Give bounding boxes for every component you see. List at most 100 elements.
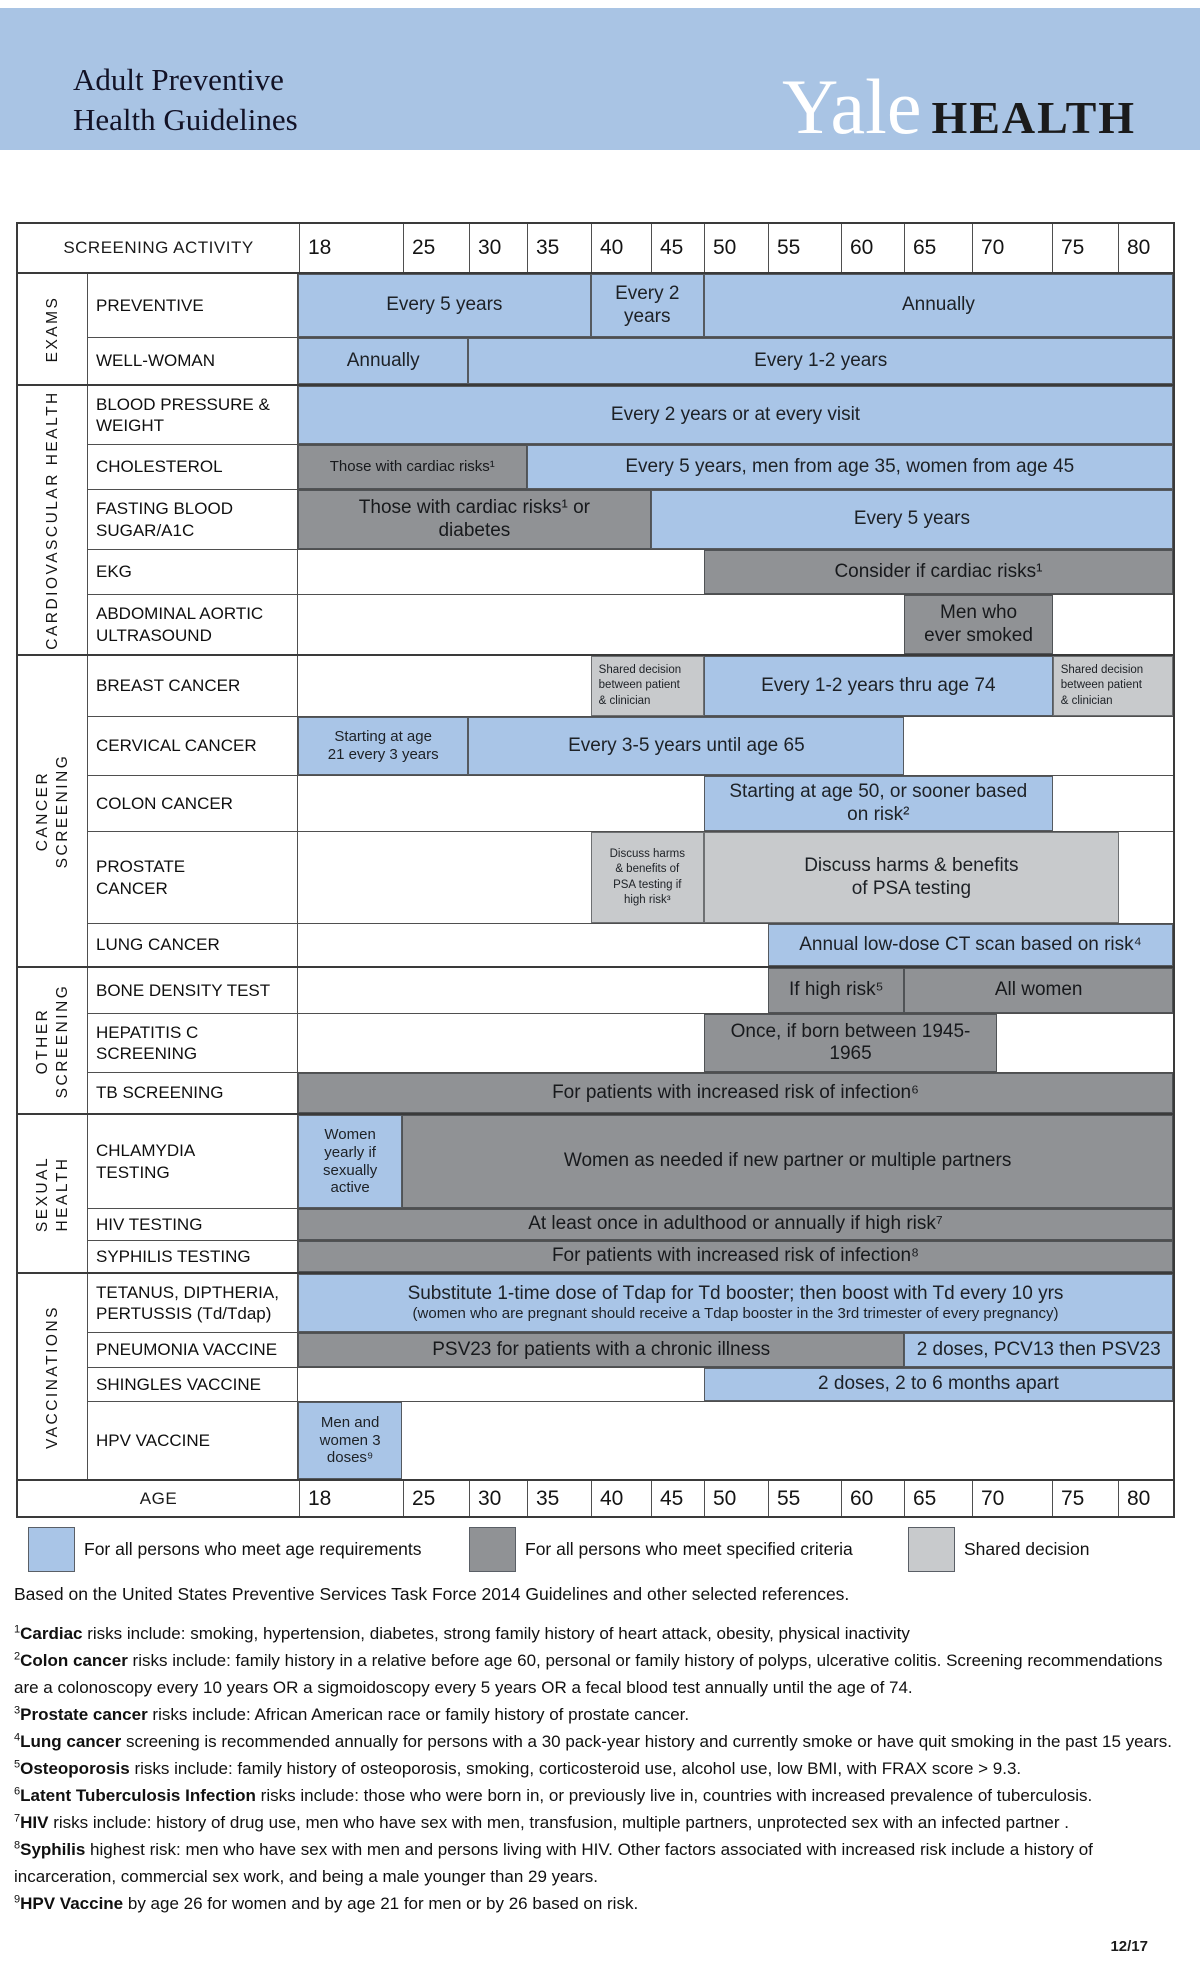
footnote-number: 7 — [14, 1812, 21, 1825]
age-header-cell: 18 — [299, 224, 403, 272]
bar-text-line: yearly if — [324, 1143, 376, 1161]
bar-text-line: Annually — [902, 294, 975, 316]
row-label-line: COLON CANCER — [96, 793, 233, 813]
timeline-bar: Substitute 1-time dose of Tdap for Td bo… — [298, 1274, 1173, 1332]
footnote-text: risks include: family history in a relat… — [14, 1651, 1163, 1697]
screening-row: TETANUS, DIPTHERIA,PERTUSSIS (Td/Tdap)Su… — [88, 1274, 1173, 1332]
footnote-text: by age 26 for women and by age 21 for me… — [123, 1894, 639, 1913]
age-footer-cell: 80 — [1118, 1481, 1172, 1516]
footnote-number: 6 — [14, 1785, 21, 1798]
age-footer-label: AGE — [139, 1488, 178, 1508]
footnote-number: 4 — [14, 1731, 21, 1744]
timeline-bar: 2 doses, 2 to 6 months apart — [703, 1368, 1173, 1401]
group-label-line: OTHER — [33, 1007, 51, 1074]
footnote-number: 2 — [14, 1650, 21, 1663]
legend-item: For all persons who meet age requirement… — [28, 1526, 422, 1572]
row-label: HPV VACCINE — [88, 1402, 298, 1479]
footnote-number: 9 — [14, 1893, 21, 1906]
footnote-text: highest risk: men who have sex with men … — [14, 1840, 1093, 1886]
footnote: 2Colon cancer risks include: family hist… — [14, 1647, 1184, 1701]
footnote-term: Prostate cancer — [20, 1705, 148, 1724]
footnote-number: 1 — [14, 1623, 21, 1636]
timeline-bar: Every 5 years, men from age 35, women fr… — [526, 445, 1173, 489]
page-code: 12/17 — [1110, 1938, 1148, 1955]
group-label-line: CARDIOVASCULAR HEALTH — [43, 390, 61, 650]
group-label: VACCINATIONS — [42, 1305, 62, 1449]
footnote: 6Latent Tuberculosis Infection risks inc… — [14, 1782, 1184, 1809]
row-bar-area: For patients with increased risk of infe… — [298, 1073, 1173, 1113]
timeline-bar: At least once in adulthood or annually i… — [298, 1209, 1173, 1240]
row-label-line: SYPHILIS TESTING — [96, 1246, 251, 1266]
age-footer-cell: 50 — [704, 1481, 768, 1516]
bar-text-line: Every 2 years or at every visit — [610, 403, 861, 425]
bar-text-line: Men who — [940, 602, 1018, 624]
timeline-bar: Every 1-2 years thru age 74 — [703, 656, 1053, 716]
timeline-bar: Every 2 years or at every visit — [298, 386, 1173, 444]
timeline-bar: Every 1-2 years — [468, 338, 1173, 384]
footnote: 8Syphilis highest risk: men who have sex… — [14, 1836, 1184, 1890]
bar-text-line: Every 3-5 years until age 65 — [568, 734, 805, 756]
timeline-bar: 2 doses, PCV13 then PSV23 — [904, 1333, 1173, 1367]
bar-text-line: Those with cardiac risks¹ or — [358, 497, 591, 519]
row-label: EKG — [88, 550, 298, 594]
bar-text-line: of PSA testing — [851, 877, 972, 899]
age-header-cell: 30 — [469, 224, 527, 272]
row-label: BLOOD PRESSURE & WEIGHT — [88, 386, 298, 444]
table-section: VACCINATIONS TETANUS, DIPTHERIA,PERTUSSIS… — [18, 1272, 1173, 1479]
age-header-cell: 45 — [651, 224, 704, 272]
row-label-line: WEIGHT — [96, 416, 164, 435]
footnote: 1Cardiac risks include: smoking, hyperte… — [14, 1620, 1184, 1647]
bar-text-line: ever smoked — [924, 624, 1033, 646]
footnote-number: 8 — [14, 1839, 21, 1852]
row-label: BONE DENSITY TEST — [88, 968, 298, 1013]
timeline-bar: Those with cardiac risks¹ — [298, 445, 527, 489]
timeline-bar: Women as needed if new partner or multip… — [402, 1115, 1173, 1208]
screening-activity-header: SCREENING ACTIVITY — [63, 238, 254, 257]
row-bar-area: Annual low-dose CT scan based on risk⁴ — [298, 924, 1173, 966]
bar-text-line: Annually — [346, 349, 420, 371]
footnote-term: Cardiac — [20, 1624, 83, 1643]
row-label-line: ABDOMINAL AORTIC — [96, 604, 264, 624]
age-header-cell: 25 — [403, 224, 469, 272]
footnote: 9HPV Vaccine by age 26 for women and by … — [14, 1890, 1184, 1917]
footnote-term: Lung cancer — [20, 1732, 122, 1751]
bar-text-line: women 3 — [319, 1431, 381, 1449]
group-label-cell: EXAMS — [18, 274, 88, 384]
legend: For all persons who meet age requirement… — [0, 1526, 1200, 1572]
row-label-line: BLOOD PRESSURE & — [96, 394, 270, 414]
group-label-line: HEALTH — [53, 1155, 71, 1232]
bar-text-line: Annual low-dose CT scan based on risk⁴ — [799, 933, 1142, 955]
footnote-text: risks include: those who were born in, o… — [255, 1786, 1093, 1805]
row-label-line: PREVENTIVE — [96, 295, 204, 315]
timeline-bar: All women — [904, 968, 1173, 1013]
group-label-line: CANCER — [33, 770, 51, 852]
bar-text-line: Starting at age 50, or sooner based — [729, 781, 1028, 803]
page-title-line1: Adult Preventive — [73, 62, 284, 97]
